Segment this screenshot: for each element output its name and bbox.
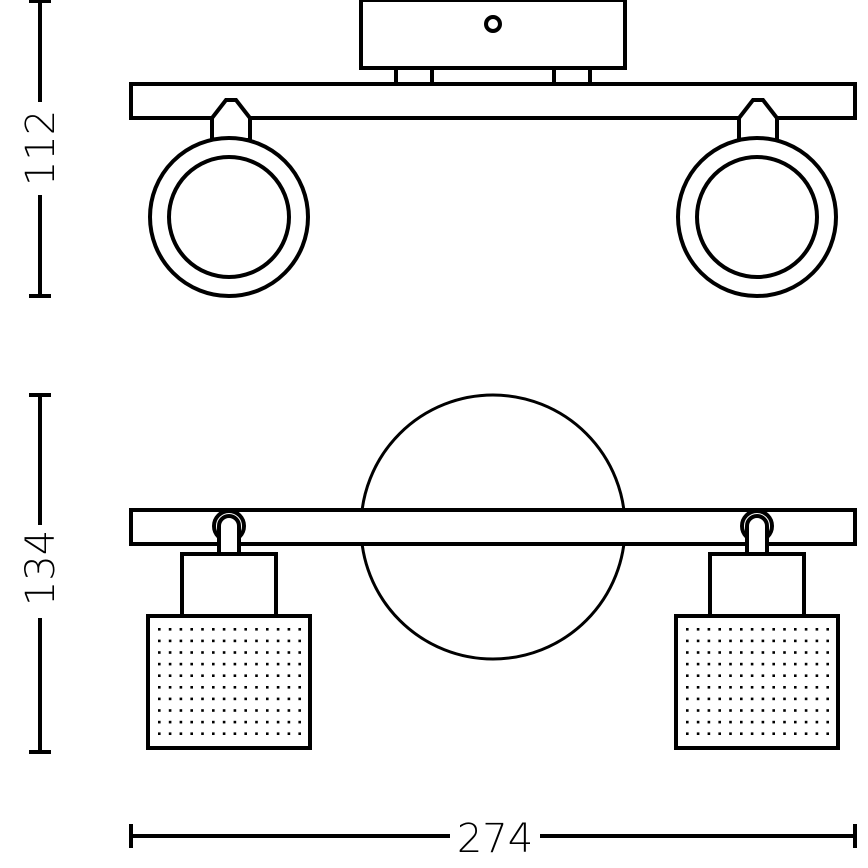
mount-box [359, 0, 627, 70]
spot-lens-right [695, 155, 819, 279]
dimension-front-height: 134 [18, 393, 64, 754]
spot-front-left [146, 509, 312, 750]
dimension-label-112: 112 [18, 110, 64, 186]
spot-body-right [708, 552, 806, 618]
swivel-stem-right [745, 514, 769, 558]
front-rail [129, 508, 857, 546]
shade-dot-pattern-right [686, 628, 829, 735]
spot-body-left [180, 552, 278, 618]
front-view [129, 393, 857, 750]
dimension-top-height: 112 [18, 0, 64, 298]
spot-shade-left [146, 614, 312, 750]
top-view [129, 0, 857, 298]
top-rail [129, 82, 857, 120]
mount-screw-icon [484, 15, 502, 33]
spot-shade-right [674, 614, 840, 750]
swivel-stem-left [217, 514, 241, 558]
spot-lens-left [167, 155, 291, 279]
spot-front-right [674, 509, 840, 750]
dimension-label-134: 134 [18, 530, 64, 606]
shade-dot-pattern-left [158, 628, 301, 735]
dimension-width: 274 [129, 816, 857, 862]
dimension-label-274: 274 [457, 816, 533, 862]
